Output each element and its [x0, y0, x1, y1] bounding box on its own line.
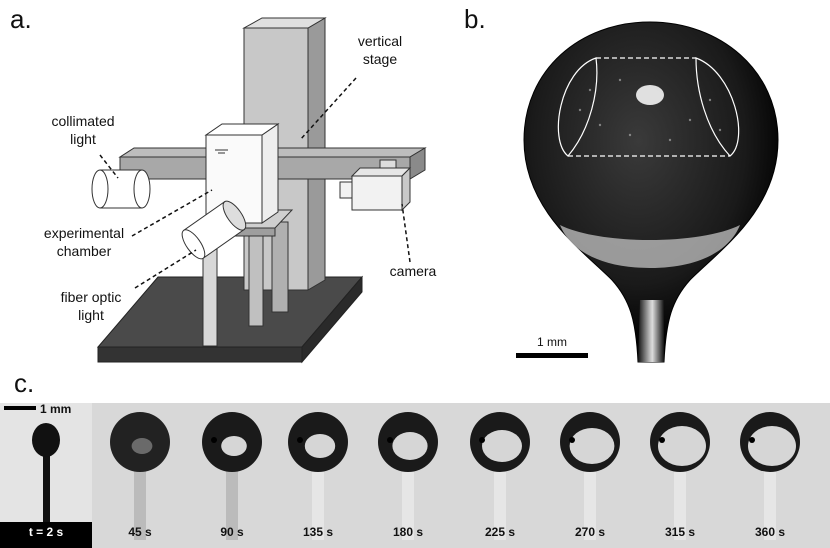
collimated-light-source — [91, 169, 151, 209]
label-collimated-light: collimated light — [51, 113, 115, 147]
label-vertical-stage: vertical stage — [357, 33, 403, 67]
frame-time-label: 45 s — [128, 525, 152, 539]
frame-time-label: 225 s — [484, 525, 516, 539]
label-camera: camera — [389, 263, 437, 279]
frame-time-label: 360 s — [754, 525, 786, 539]
filmstrip-frame-2 — [110, 412, 170, 540]
camera-body — [339, 159, 412, 212]
panel-a-letter: a. — [10, 4, 32, 34]
filmstrip-frame-4 — [288, 412, 348, 540]
frame-time-label: 315 s — [664, 525, 696, 539]
pendant-drop-large — [523, 21, 779, 363]
filmstrip-frame-9 — [740, 412, 800, 540]
filmstrip-frame-7 — [560, 412, 620, 540]
panel-c-scale-label: 1 mm — [40, 402, 72, 416]
base-plate-side — [301, 275, 363, 364]
fiber-optic-light-source — [181, 200, 247, 260]
panel-c-letter: c. — [14, 368, 35, 398]
frame-time-label: 135 s — [302, 525, 334, 539]
filmstrip-frame-5 — [378, 412, 438, 540]
leader-camera — [401, 203, 411, 263]
filmstrip-frame-3 — [202, 412, 262, 540]
panel-b-letter: b. — [464, 4, 486, 34]
filmstrip-frame-1 — [32, 423, 60, 522]
frame-time-label: 90 s — [220, 525, 244, 539]
panel-c-scale-bar — [4, 406, 36, 410]
filmstrip-frame-6 — [470, 412, 530, 540]
panel-b-scale-label: 1 mm — [537, 335, 567, 349]
filmstrip-frame-8 — [650, 412, 710, 540]
panel-b-scale-bar — [516, 353, 588, 358]
frame-time-label: 270 s — [574, 525, 606, 539]
leader-fiber-optic — [134, 249, 197, 289]
frame-time-label: 180 s — [392, 525, 424, 539]
leader-chamber — [131, 189, 213, 237]
label-experimental-chamber: experimental chamber — [43, 225, 125, 259]
chamber-top — [204, 123, 280, 136]
frame-time-label: t = 2 s — [28, 525, 64, 539]
vertical-stage-top — [242, 17, 327, 29]
leader-collimated-light — [99, 154, 119, 179]
label-fiber-optic-light: fiber optic light — [60, 289, 122, 323]
